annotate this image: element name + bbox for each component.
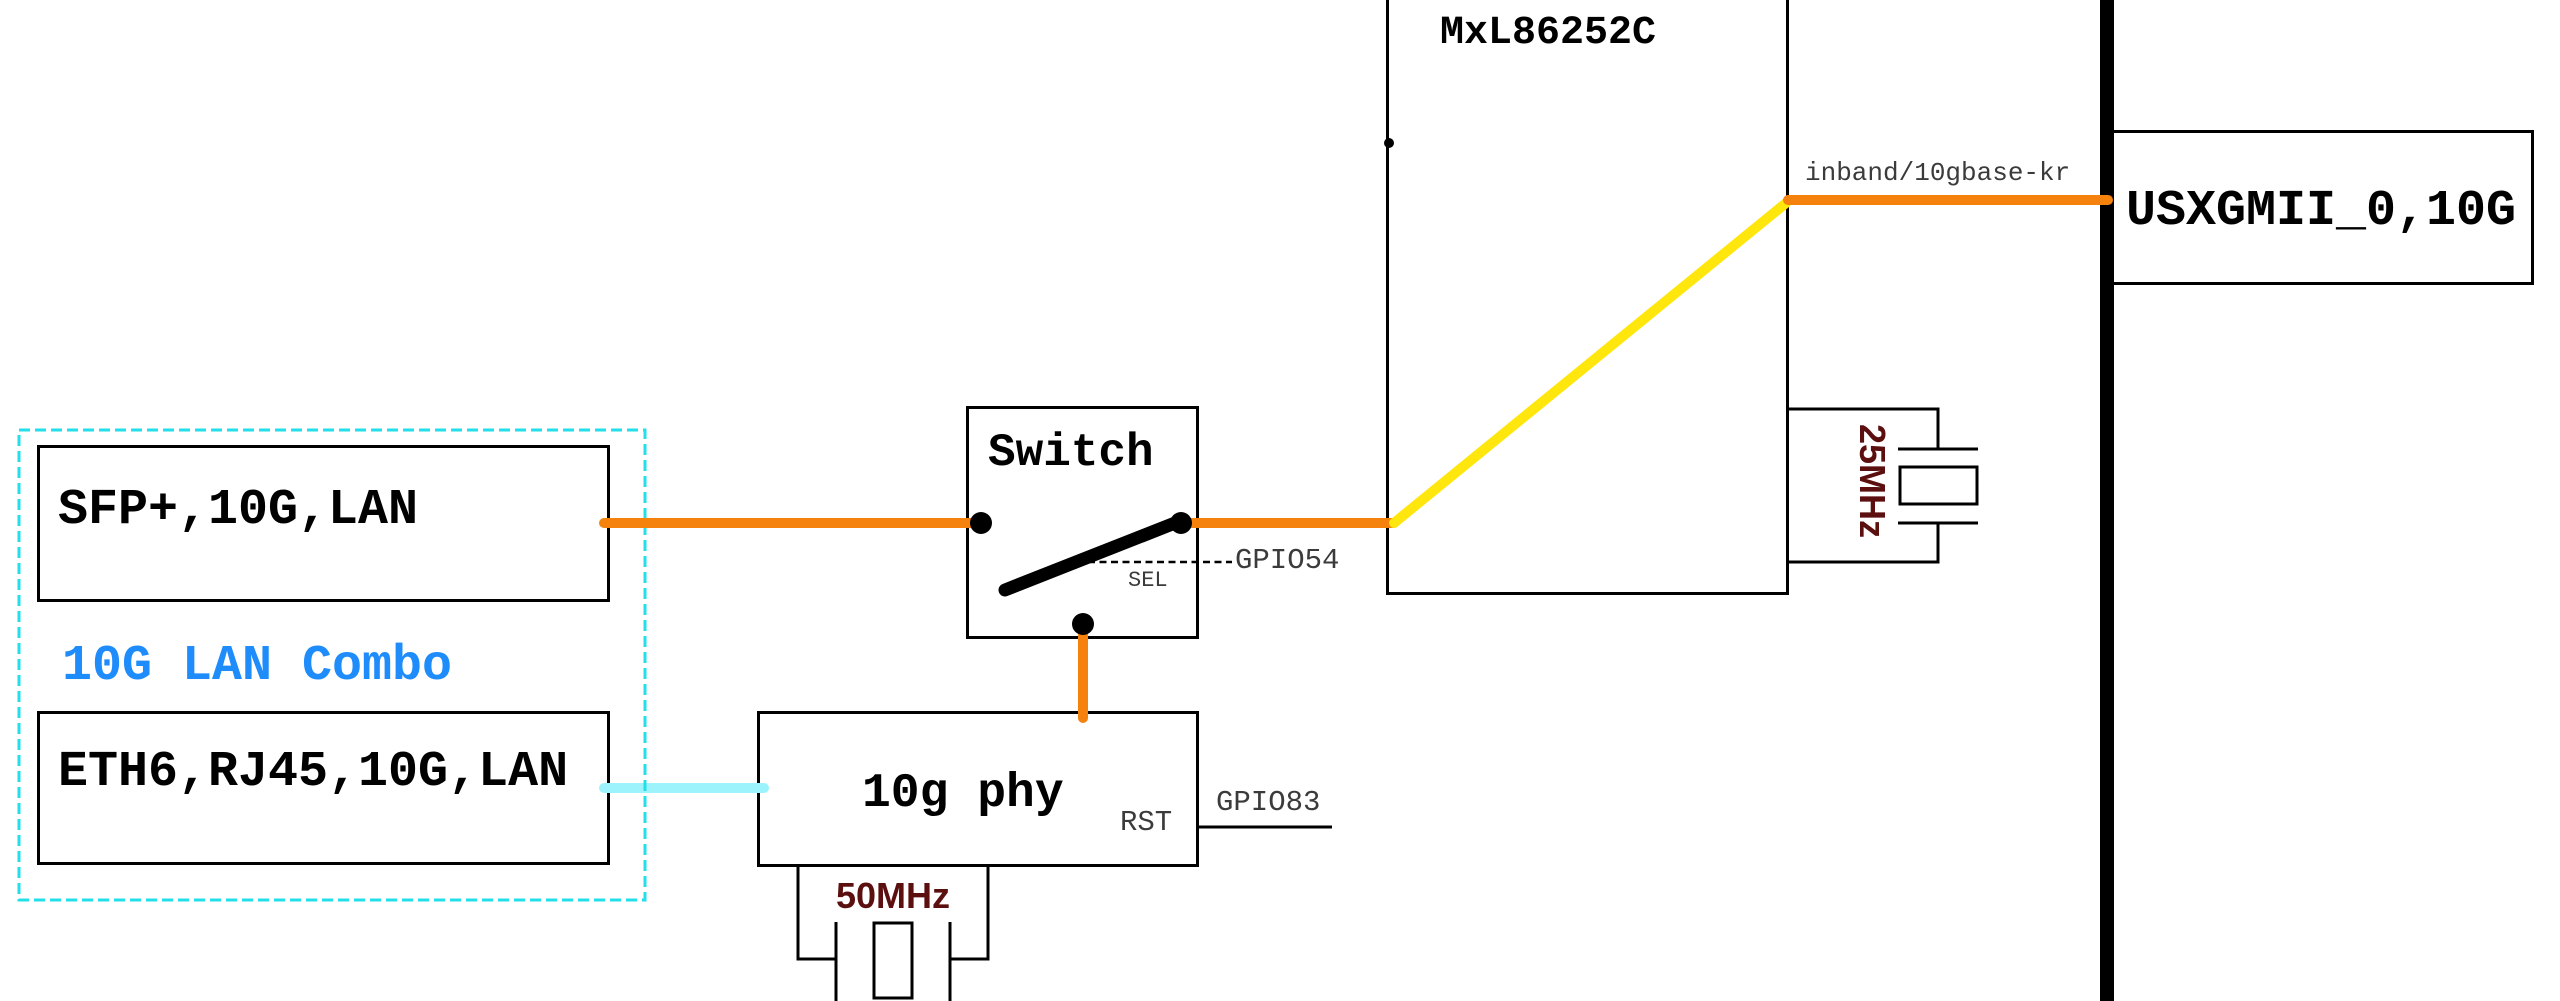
combo-group-label: 10G LAN Combo: [62, 638, 453, 695]
block-mxl86252c: [1386, 0, 1789, 595]
xtal-50mhz-label: 50MHz: [836, 875, 951, 916]
rst-pin-label: RST: [1120, 806, 1173, 839]
eth6-port-label: ETH6,RJ45,10G,LAN: [58, 744, 569, 801]
inband-net-label: inband/10gbase-kr: [1805, 158, 2071, 188]
sel-pin-label: SEL: [1128, 568, 1168, 593]
mxl86252c-label: MxL86252C: [1440, 11, 1657, 56]
xtal-25mhz-label: 25MHz: [1852, 424, 1893, 539]
usxgmii-label: USXGMII_0,10G: [2126, 183, 2517, 240]
block-usxgmii: [2111, 130, 2534, 285]
phy-label: 10g phy: [862, 767, 1064, 821]
sfp-port-label: SFP+,10G,LAN: [58, 482, 419, 539]
switch-label: Switch: [988, 427, 1154, 479]
gpio83-label: GPIO83: [1216, 786, 1321, 819]
gpio54-label: GPIO54: [1235, 544, 1340, 577]
